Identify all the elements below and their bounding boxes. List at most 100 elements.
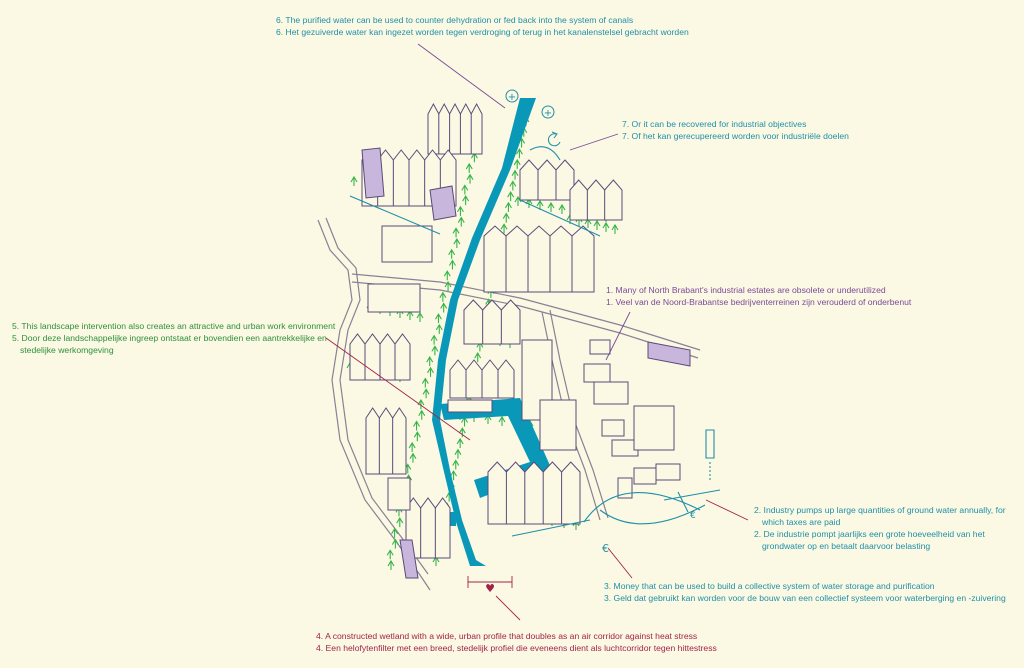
tree — [458, 427, 466, 438]
annotation-text-nl: 3. Geld dat gebruikt kan worden voor de … — [604, 593, 1006, 603]
tree — [413, 420, 421, 431]
tree — [413, 431, 421, 442]
leader-lines — [325, 43, 749, 621]
small-building — [655, 463, 681, 481]
accent-buildings — [361, 147, 691, 579]
tree — [435, 313, 442, 324]
annotation-text-en-cont: which taxes are paid — [762, 517, 841, 527]
tree — [422, 388, 430, 399]
tree — [502, 212, 510, 223]
buildings — [349, 102, 681, 559]
tree — [391, 527, 399, 538]
small-building — [387, 477, 411, 511]
tree — [593, 219, 601, 230]
tree — [452, 227, 460, 238]
tree — [504, 201, 512, 212]
plus-icon: + — [541, 105, 555, 119]
small-building — [583, 363, 611, 383]
plus-symbol: + — [508, 92, 516, 103]
tree — [430, 334, 438, 345]
tree — [509, 180, 517, 191]
tree — [387, 559, 395, 570]
flow-arrows — [349, 146, 721, 537]
bridge-building — [447, 399, 493, 413]
tree — [456, 205, 464, 216]
annotation-text-nl-cont: stedelijke werkomgeving — [20, 345, 114, 355]
small-building — [633, 467, 657, 485]
annotation-industrial-estates: 1. Many of North Brabant's industrial es… — [606, 284, 911, 308]
annotation-money: 3. Money that can be used to build a col… — [604, 580, 1006, 604]
annotation-recovered-water: 7. Or it can be recovered for industrial… — [622, 118, 849, 142]
plus-symbol: + — [544, 108, 552, 119]
warehouse — [367, 283, 421, 313]
tree — [558, 203, 566, 214]
tree — [426, 356, 434, 367]
tree — [427, 366, 434, 377]
tree — [513, 158, 521, 169]
tree — [386, 549, 394, 560]
tree — [417, 398, 425, 410]
tree — [466, 173, 474, 184]
annotation-text-nl: 7. Of het kan gerecupereerd worden voor … — [622, 131, 849, 141]
annotation-text-en: 6. The purified water can be used to cou… — [276, 15, 634, 25]
annotation-text-en: 2. Industry pumps up large quantities of… — [754, 505, 1006, 515]
annotation-text-en: 5. This landscape intervention also crea… — [12, 321, 336, 331]
annotation-wetland: 4. A constructed wetland with a wide, ur… — [316, 630, 717, 654]
tree — [461, 184, 469, 195]
tree — [440, 302, 448, 313]
heart-icon: ♥ — [485, 582, 495, 595]
tree — [448, 259, 456, 270]
small-building — [593, 381, 629, 405]
tree — [416, 311, 424, 322]
tree — [474, 352, 482, 363]
tree — [547, 201, 555, 212]
tree — [452, 459, 460, 470]
annotation-text-nl: 5. Door deze landschappelijke ingreep on… — [12, 333, 327, 343]
warehouse — [365, 407, 407, 475]
tree — [391, 538, 399, 549]
tree — [448, 248, 456, 259]
recycle-arrow-icon — [547, 131, 561, 147]
tree — [421, 377, 429, 388]
annotation-purified-water: 6. The purified water can be used to cou… — [276, 14, 689, 38]
annotation-text-nl-cont: grondwater op en betaalt daarvoor belast… — [762, 541, 931, 551]
tree — [470, 152, 478, 163]
warehouse — [463, 299, 521, 345]
tree — [507, 191, 515, 202]
small-building — [589, 339, 611, 355]
tree — [602, 221, 610, 232]
annotation-text-en: 7. Or it can be recovered for industrial… — [622, 119, 807, 129]
annotation-text-nl: 1. Veel van de Noord-Brabantse bedrijven… — [606, 297, 912, 307]
tree — [457, 216, 465, 227]
annotation-text-nl: 2. De industrie pompt jaarlijks een grot… — [754, 529, 985, 539]
euro-icon: € — [690, 511, 696, 521]
tree — [611, 223, 619, 234]
annotation-text-nl: 4. Een helofytenfilter met een breed, st… — [316, 643, 717, 653]
factory-hall — [483, 225, 595, 293]
tree — [408, 441, 416, 452]
tree — [396, 517, 404, 528]
euro-icon: € — [602, 542, 609, 555]
office-building — [633, 405, 675, 451]
tree — [453, 237, 461, 249]
tree — [431, 345, 439, 356]
warehouse — [519, 159, 575, 201]
warehouse — [449, 359, 515, 399]
tree — [439, 291, 447, 302]
annotation-text-en: 4. A constructed wetland with a wide, ur… — [316, 631, 698, 641]
office-building — [539, 399, 577, 451]
warehouse — [405, 497, 451, 559]
annotation-text-en: 1. Many of North Brabant's industrial es… — [606, 285, 886, 295]
tree — [500, 223, 508, 234]
tree — [498, 415, 506, 426]
tree — [450, 470, 458, 481]
warehouse — [427, 102, 483, 155]
factory-hall — [487, 461, 581, 525]
annotation-text-en: 3. Money that can be used to build a col… — [604, 581, 935, 591]
tree — [454, 448, 462, 459]
office-building — [381, 225, 433, 263]
tree — [418, 409, 426, 420]
tree — [350, 175, 358, 186]
